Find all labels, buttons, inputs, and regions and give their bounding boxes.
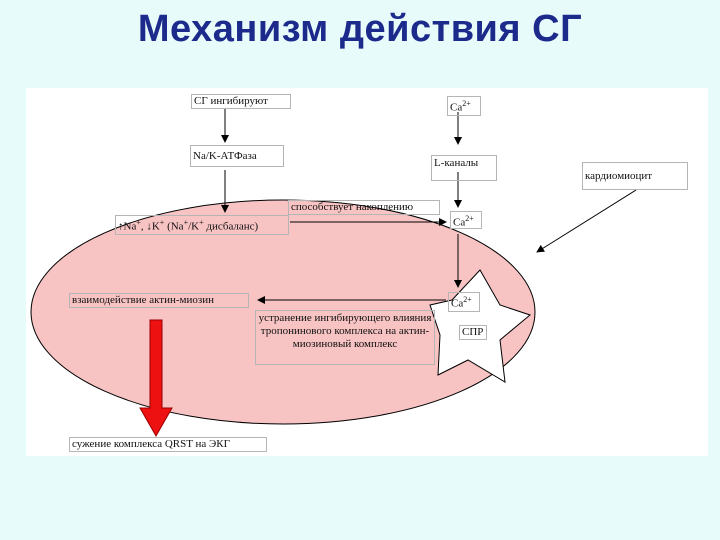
arrow-cardiomyocyte-pointer [536,189,637,253]
label-spr: СПР [459,325,487,340]
label-troponin-removal: устранение ингибирующего влияния тропони… [255,310,435,365]
label-ca-mid: Ca2+ [450,211,482,229]
label-actin-myosin: взаимодействие актин-миозин [69,293,249,308]
label-ca-low: Ca2+ [448,292,480,312]
label-l-channels: L-каналы [431,155,497,181]
big-red-arrow [139,319,173,438]
label-promotes-accumulation: способствует накоплению [288,200,440,215]
label-ca-top: Ca2+ [447,96,481,116]
label-ecg-narrowing: сужение комплекса QRST на ЭКГ [69,437,267,452]
label-cardiomyocyte: кардиомиоцит [582,162,688,190]
sr-shape [429,269,532,383]
label-sg-inhibit: СГ ингибируют [191,94,291,109]
label-atpase: Na/K-АТФаза [190,145,284,167]
slide-title: Механизм действия СГ [137,8,583,50]
label-ion-imbalance: ↑Na+, ↓K+ (Na+/K+ дисбаланс) [115,215,289,235]
